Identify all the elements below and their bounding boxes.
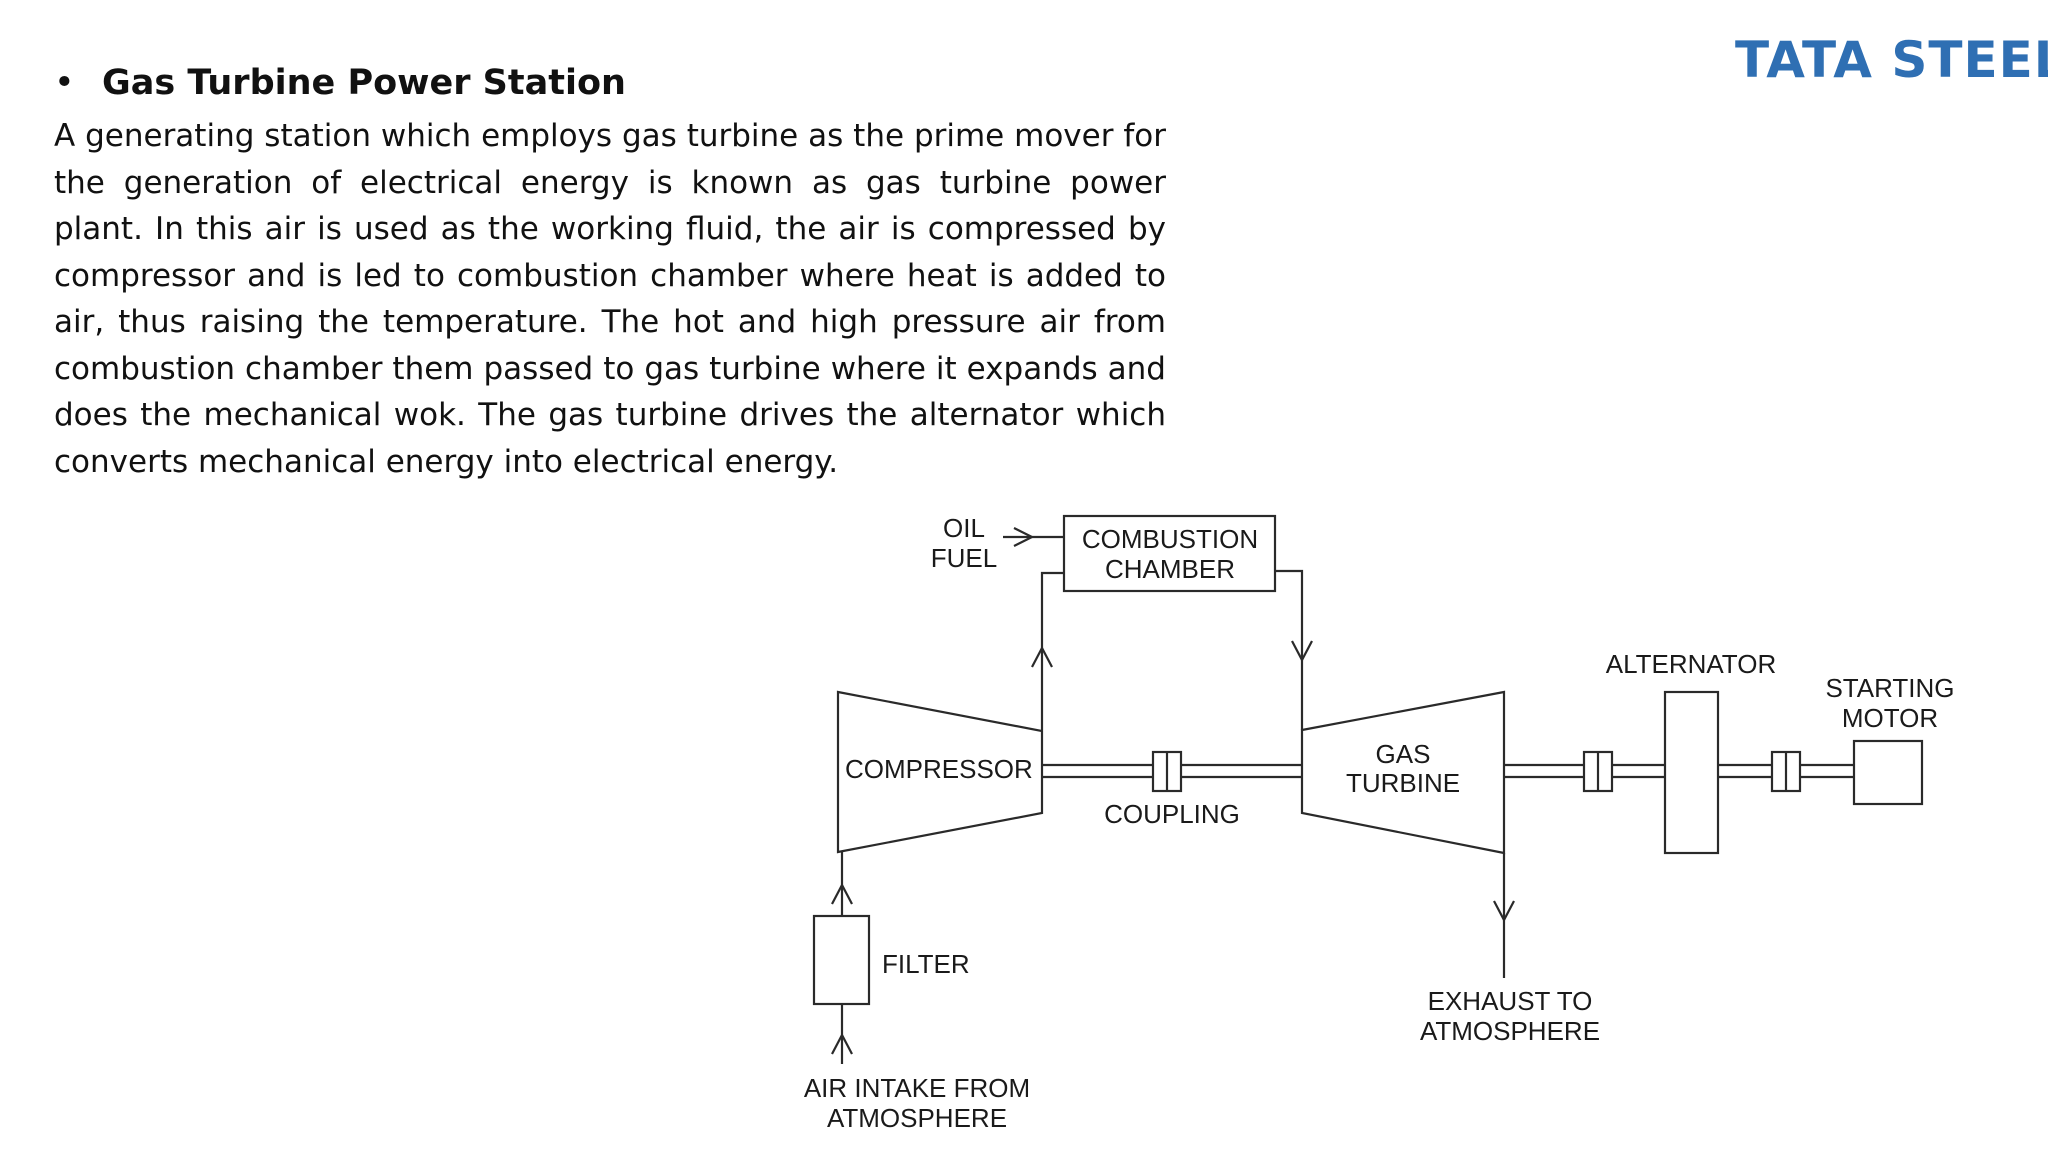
turbine-inlet-arrowhead bbox=[1291, 640, 1313, 663]
exhaust-label-line1: EXHAUST TO bbox=[1428, 986, 1593, 1016]
compressor-outlet-arrowhead bbox=[1031, 645, 1053, 668]
slide-heading: • Gas Turbine Power Station bbox=[54, 60, 626, 106]
combustion-chamber-box bbox=[1062, 514, 1277, 593]
alternator-box bbox=[1663, 690, 1720, 855]
gas-turbine-label-line2: TURBINE bbox=[1346, 768, 1460, 798]
alternator-label: ALTERNATOR bbox=[1606, 649, 1776, 679]
description-paragraph: A generating station which employs gas t… bbox=[54, 118, 1166, 480]
oil-fuel-arrowhead bbox=[1013, 527, 1035, 547]
oil-fuel-label-line1: OIL bbox=[943, 513, 985, 543]
filter-box bbox=[812, 914, 871, 1006]
air-intake-label-line1: AIR INTAKE FROM bbox=[804, 1073, 1030, 1103]
exhaust-label-line2: ATMOSPHERE bbox=[1420, 1016, 1600, 1046]
slide-title: Gas Turbine Power Station bbox=[102, 63, 626, 103]
exhaust-arrowhead bbox=[1493, 900, 1515, 923]
compressor-label: COMPRESSOR bbox=[845, 754, 1033, 784]
filter-label: FILTER bbox=[882, 949, 970, 979]
compressor-inlet-arrowhead bbox=[831, 882, 853, 905]
chamber-to-turbine-line bbox=[1275, 569, 1304, 730]
combustion-chamber-label-line1: COMBUSTION bbox=[1082, 524, 1258, 554]
air-intake-label-line2: ATMOSPHERE bbox=[827, 1103, 1007, 1133]
compressor-to-chamber-line bbox=[1040, 571, 1064, 730]
combustion-chamber-label-line2: CHAMBER bbox=[1105, 554, 1235, 584]
tata-steel-logo: TATA STEEL bbox=[1735, 31, 2048, 89]
coupling-label: COUPLING bbox=[1104, 799, 1240, 829]
oil-fuel-label-line2: FUEL bbox=[931, 543, 997, 573]
starting-motor-label-line1: STARTING bbox=[1825, 673, 1954, 703]
starting-motor-box bbox=[1852, 739, 1924, 806]
bullet-point: • bbox=[54, 63, 75, 103]
gas-turbine-label-line1: GAS bbox=[1376, 739, 1431, 769]
air-intake-arrowhead bbox=[831, 1032, 853, 1055]
starting-motor-label-line2: MOTOR bbox=[1842, 703, 1938, 733]
compressor-shape bbox=[836, 690, 1044, 854]
